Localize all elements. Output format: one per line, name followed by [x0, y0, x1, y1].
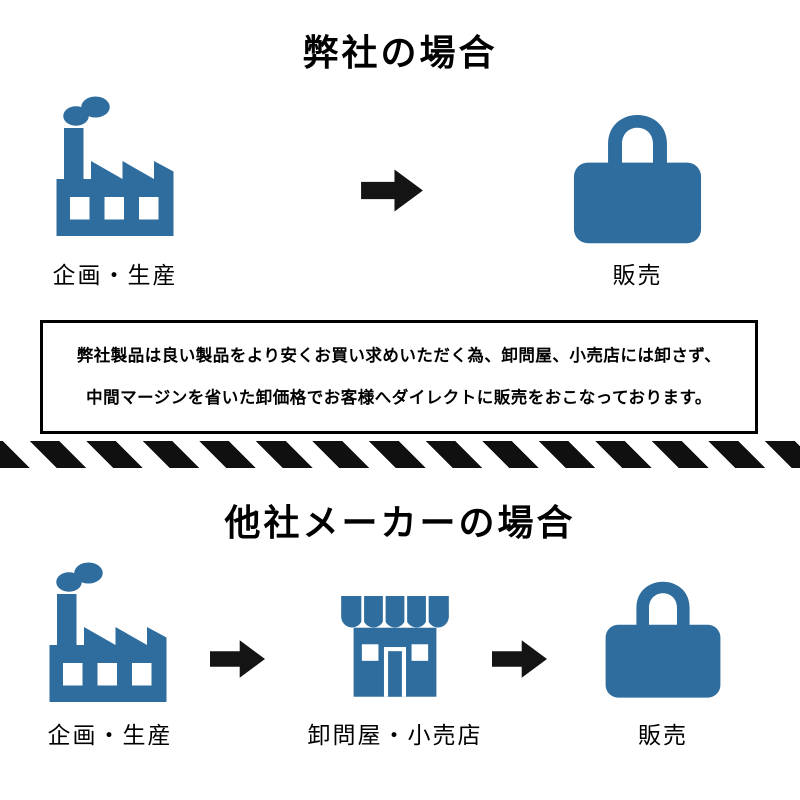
top-step-sales: [560, 95, 715, 255]
diagonal-stripe-divider: [0, 441, 800, 468]
arrow-right-icon: [210, 640, 265, 678]
top-flow-arrow: [361, 167, 423, 214]
store-icon: [341, 595, 449, 697]
note-line-2: 中間マージンを省いた卸価格でお客様へダイレクトに販売をおこなっております。: [86, 388, 712, 408]
bag-icon: [605, 581, 721, 698]
direct-sales-note: 弊社製品は良い製品をより安くお買い求めいただく為、卸問屋、小売店には卸さず、 中…: [40, 320, 758, 435]
bottom-flow-arrow-2: [492, 637, 547, 681]
bottom-section-title: 他社メーカーの場合: [224, 503, 576, 544]
bottom-flow-arrow-1: [210, 637, 265, 681]
bottom-step-wholesale: [326, 566, 464, 706]
note-line-1: 弊社製品は良い製品をより安くお買い求めいただく為、卸問屋、小売店には卸さず、: [76, 346, 722, 365]
factory-icon: [49, 562, 167, 702]
bottom-sales-label: 販売: [638, 723, 688, 749]
arrow-right-icon: [492, 640, 547, 678]
bottom-step-sales: [593, 562, 733, 710]
bottom-step-production: [33, 558, 183, 708]
top-production-label: 企画・生産: [52, 263, 178, 289]
factory-icon: [56, 96, 174, 236]
bottom-production-label: 企画・生産: [47, 723, 173, 749]
top-section-title: 弊社の場合: [302, 33, 498, 74]
arrow-right-icon: [361, 169, 423, 212]
bottom-wholesale-label: 卸問屋・小売店: [307, 723, 483, 749]
top-step-production: [40, 92, 190, 242]
bag-icon: [573, 114, 702, 244]
top-sales-label: 販売: [612, 263, 663, 289]
